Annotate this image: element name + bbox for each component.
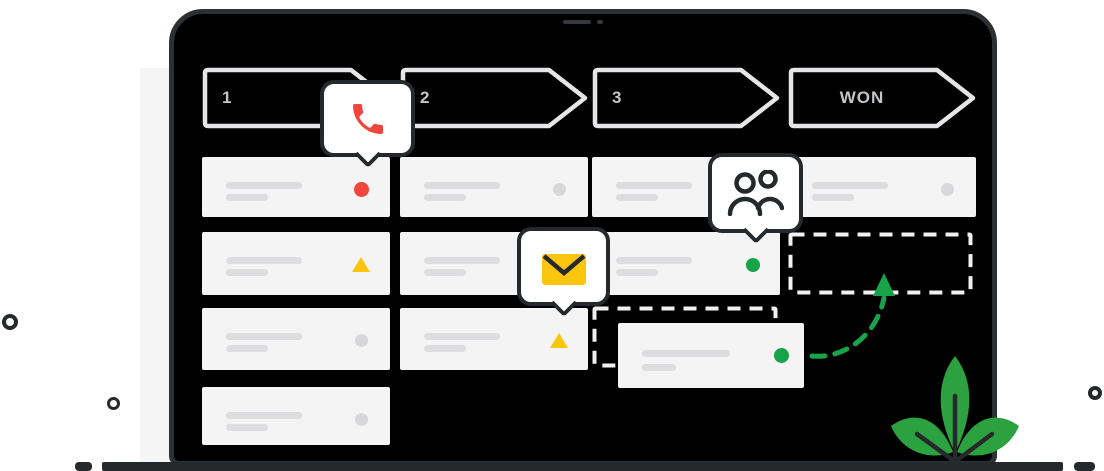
- laptop-base-end-left: [75, 462, 92, 471]
- card-text-line: [226, 345, 268, 352]
- arrowhead-up: [873, 273, 895, 296]
- stage-label: 3: [612, 88, 623, 107]
- stage-header-won: WON: [786, 66, 976, 130]
- stage-label: WON: [839, 88, 885, 107]
- stage-label: 1: [222, 88, 233, 107]
- deal-card[interactable]: [592, 232, 780, 295]
- card-text-line: [642, 350, 730, 357]
- stage-label: 2: [420, 88, 431, 107]
- card-text-line: [616, 269, 658, 276]
- plant: [891, 356, 1019, 471]
- status-dot-gray: [941, 183, 954, 196]
- stage-chevron: [788, 67, 976, 129]
- deal-card[interactable]: [202, 308, 390, 370]
- stage-header-2: 2: [398, 66, 588, 130]
- card-text-line: [616, 182, 692, 189]
- card-text-line: [812, 194, 854, 201]
- plant-stems: [914, 393, 995, 471]
- phone-icon: [352, 103, 383, 134]
- stage-header-3: 3: [590, 66, 780, 130]
- deal-card[interactable]: [400, 157, 588, 217]
- call-notification-bubble[interactable]: [320, 80, 415, 168]
- card-text-line: [226, 257, 302, 264]
- dragged-deal-card[interactable]: [618, 323, 804, 388]
- drop-target-zone[interactable]: [788, 232, 973, 295]
- deal-card[interactable]: [202, 387, 390, 445]
- status-dot-gray: [355, 334, 368, 347]
- drag-arrow: [809, 273, 895, 359]
- deal-card[interactable]: [202, 157, 390, 217]
- contacts-notification-bubble[interactable]: [708, 153, 803, 244]
- card-text-line: [616, 194, 658, 201]
- card-text-line: [812, 182, 888, 189]
- people-icon: [727, 170, 784, 216]
- card-text-line: [642, 364, 676, 371]
- envelope-icon: [541, 253, 586, 285]
- status-dot-gray: [553, 183, 566, 196]
- status-dot-red: [354, 182, 369, 197]
- deal-card[interactable]: [400, 308, 588, 370]
- card-text-line: [226, 412, 302, 419]
- card-text-line: [424, 257, 500, 264]
- status-warning-triangle: [550, 333, 568, 348]
- card-text-line: [424, 345, 466, 352]
- deal-card[interactable]: [788, 157, 976, 217]
- email-notification-bubble[interactable]: [517, 227, 610, 317]
- stage-header-1: 1: [200, 66, 390, 130]
- ring-right: [1088, 386, 1102, 400]
- ring-left-large: [2, 314, 18, 330]
- stage-chevron: [202, 67, 390, 129]
- status-dot-green: [774, 348, 789, 363]
- card-text-line: [226, 424, 268, 431]
- status-warning-triangle: [352, 257, 370, 272]
- deal-card[interactable]: [202, 232, 390, 295]
- camera-notch-dot: [597, 20, 603, 24]
- card-text-line: [424, 182, 500, 189]
- card-text-line: [616, 257, 692, 264]
- card-text-line: [226, 182, 302, 189]
- side-slab: [140, 68, 171, 463]
- laptop-base-end-right: [1074, 462, 1095, 471]
- card-text-line: [226, 194, 268, 201]
- card-text-line: [424, 333, 500, 340]
- ring-left-small: [107, 397, 120, 410]
- card-text-line: [226, 333, 302, 340]
- camera-notch-bar: [563, 20, 591, 24]
- card-text-line: [424, 194, 466, 201]
- stage-chevron: [592, 67, 780, 129]
- laptop-base: [102, 462, 1063, 471]
- status-dot-gray: [355, 413, 368, 426]
- status-dot-green: [746, 258, 760, 272]
- card-text-line: [226, 269, 268, 276]
- card-text-line: [424, 269, 466, 276]
